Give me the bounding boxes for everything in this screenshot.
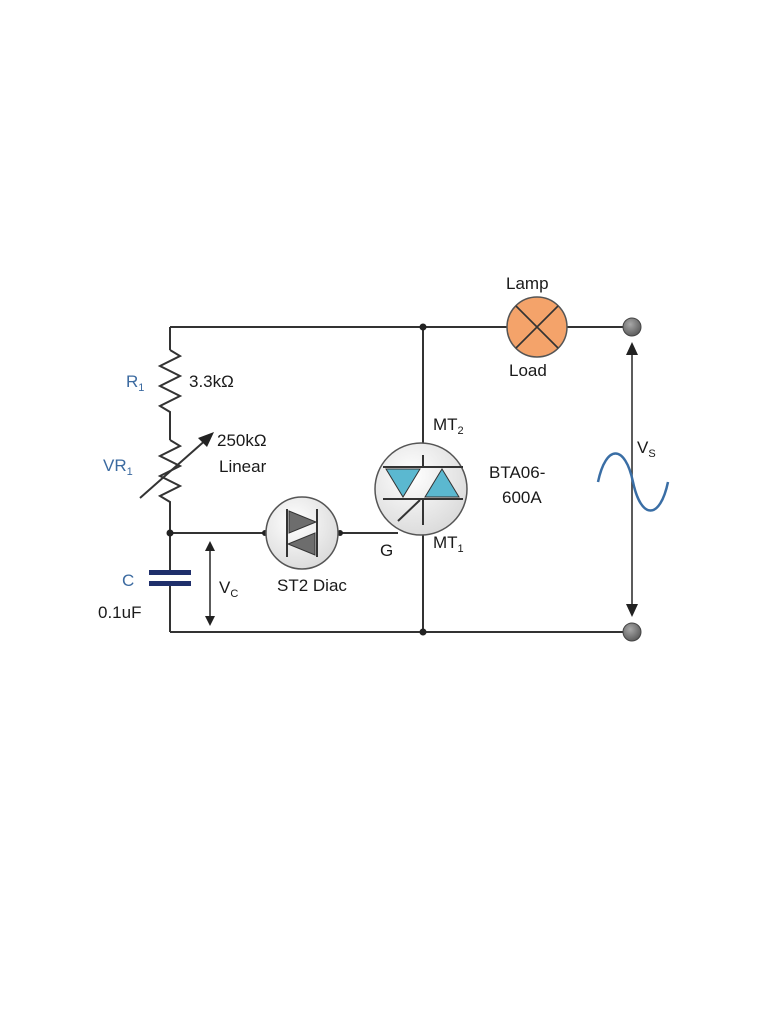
vc-arrow-top — [205, 541, 215, 551]
sine-wave-icon — [596, 452, 670, 512]
junction-dot — [166, 529, 174, 537]
vr1-name: VR1 — [103, 456, 133, 478]
triac-triangle-right — [424, 468, 460, 498]
vs-arrow-bottom — [626, 604, 638, 617]
gate-label: G — [380, 541, 393, 560]
lamp: Lamp Load — [506, 274, 568, 380]
capacitor-c: C 0.1uF — [98, 570, 191, 622]
vr1-zigzag — [157, 439, 183, 505]
diac-triangle-bottom — [286, 532, 316, 556]
cap-plate-bottom — [149, 581, 191, 586]
triac-gate-lead — [397, 499, 421, 522]
triac-mt2-label: MT2 — [433, 415, 464, 437]
lamp-top-label: Lamp — [506, 274, 549, 293]
vs-label: VS — [637, 438, 656, 460]
triac-part-line1: BTA06- — [489, 463, 545, 482]
cap-plate-top — [149, 570, 191, 575]
diac-label: ST2 Diac — [277, 576, 347, 595]
triac-mt1-label: MT1 — [433, 533, 464, 555]
resistor-r1: R1 3.3kΩ — [126, 349, 234, 418]
vc-arrow-bottom — [205, 616, 215, 626]
r1-name: R1 — [126, 372, 144, 394]
vr1-arrow-head — [198, 432, 214, 447]
variable-resistor-vr1: VR1 250kΩ Linear — [103, 431, 267, 505]
triac-triangle-left — [385, 468, 421, 498]
lamp-cross — [515, 305, 559, 349]
triac: MT2 MT1 BTA06- 600A — [374, 415, 545, 555]
diac: ST2 Diac — [265, 496, 347, 595]
triac-part-line2: 600A — [502, 488, 542, 507]
wires — [169, 326, 624, 633]
supply-terminal-bottom — [622, 622, 642, 642]
junction-dot — [419, 628, 427, 636]
vs-arrow-top — [626, 342, 638, 355]
vr1-value: 250kΩ — [217, 431, 267, 450]
vc-indicator: VC — [205, 541, 238, 626]
r1-zigzag — [157, 349, 183, 418]
diac-body — [265, 496, 339, 570]
cap-name: C — [122, 571, 134, 590]
diac-triangle-top — [288, 510, 318, 534]
ac-supply: VS — [596, 317, 670, 642]
vr1-note: Linear — [219, 457, 267, 476]
supply-terminal-top — [622, 317, 642, 337]
junction-dot — [419, 323, 427, 331]
r1-value: 3.3kΩ — [189, 372, 234, 391]
vc-label: VC — [219, 578, 238, 600]
cap-value: 0.1uF — [98, 603, 141, 622]
lamp-bottom-label: Load — [509, 361, 547, 380]
vr1-arrow-line — [139, 437, 209, 499]
